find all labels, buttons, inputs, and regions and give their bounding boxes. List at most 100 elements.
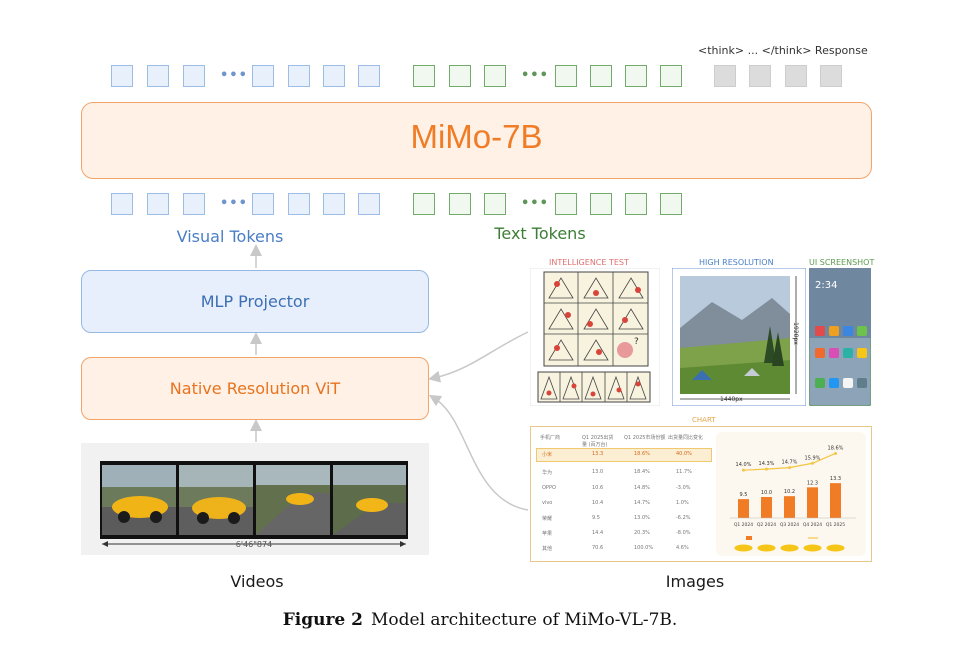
chart-line-label: 18.6% [828,445,844,451]
table-cell: -3.0% [676,485,691,491]
video-frame-4 [333,465,406,535]
chart-bar-label: 10.2 [784,489,795,495]
videos-label: Videos [230,572,284,591]
text-token [625,193,647,215]
chart-category-label: Q1 2025 [826,522,845,528]
token-ellipsis: ••• [220,196,248,211]
visual-token [183,65,205,87]
table-header: 出货量同比变化 [668,435,704,441]
table-cell: 1.0% [676,500,689,506]
chart-category-label: Q2 2024 [757,522,776,528]
visual-token [288,65,310,87]
chart-highlight-marker [734,544,753,552]
visual-token [252,193,274,215]
visual-token [252,65,274,87]
mlp-projector-block [81,270,429,333]
chart-line-label: 15.9% [805,455,821,461]
table-cell: 9.5 [592,515,600,521]
visual-token [288,193,310,215]
table-header: Q1 2025市场份额 [624,435,666,441]
chart-highlight-marker [803,544,822,552]
chart-line-point [834,451,837,455]
visual-token [323,65,345,87]
video-frame-2 [179,465,253,535]
video-frame-1 [102,465,176,535]
chart-line-label: 14.3% [759,461,775,467]
token-ellipsis: ••• [521,68,549,83]
table-cell: 100.0% [634,545,654,551]
chart-bar-label: 12.3 [807,480,818,486]
table-cell: OPPO [542,485,556,491]
response-token [820,65,842,87]
llm-block [81,102,872,179]
table-cell: 荣耀 [542,516,553,522]
token-ellipsis: ••• [220,68,248,83]
table-cell: 20.3% [634,530,650,536]
table-cell: 18.6% [634,451,650,457]
images-label: Images [665,572,725,591]
table-cell: 4.6% [676,545,689,551]
chart-bar [784,496,795,518]
visual-token [111,193,133,215]
intelligence-test-title: INTELLIGENCE TEST [549,258,629,267]
mlp-projector-label: MLP Projector [200,292,310,311]
table-cell: 10.6 [592,485,604,491]
chart-category-label: Q1 2024 [734,522,753,528]
visual-token [358,193,380,215]
arrow-images-to-vit-upper [428,331,529,383]
text-token [660,65,682,87]
figure-caption: Figure 2 Model architecture of MiMo-VL-7B… [0,610,960,630]
chart-bar [761,497,772,518]
chart-line-point [788,466,791,470]
chart-line-point [742,468,745,472]
text-token [625,65,647,87]
table-cell: 11.7% [676,469,692,475]
chart-bar [830,483,841,518]
ui-screenshot-clock: 2:34 [815,280,838,291]
table-cell: -8.0% [676,530,691,536]
table-cell: 华为 [542,470,553,476]
video-duration-label: 6'46"874 [235,540,273,549]
text-token [484,65,506,87]
chart-bar-label: 10.0 [761,490,772,496]
chart-legend-swatch [746,536,752,540]
table-cell: 70.6 [592,545,604,551]
table-cell: 14.8% [634,485,650,491]
text-token [590,65,612,87]
chart-title: CHART [692,416,716,424]
ui-screenshot-title: UI SCREENSHOT [809,258,875,267]
ui-screenshot-image [809,268,871,406]
table-cell: 其他 [542,546,553,552]
token-ellipsis: ••• [521,196,549,211]
chart-table: 手机厂商 Q1 2025出货量 (百万台) Q1 2025市场份额 出货量同比变… [536,430,712,558]
chart-line-point [765,467,768,471]
caption-text: Model architecture of MiMo-VL-7B. [370,610,678,630]
response-token [714,65,736,87]
high-resolution-title: HIGH RESOLUTION [699,258,774,267]
visual-token [323,193,345,215]
arrow-images-to-vit-lower [428,394,529,511]
high-resolution-width-label: 1440px [720,396,743,403]
high-resolution-height-label: 1920px [791,322,799,345]
think-response-label: <think> ... </think> Response [698,44,868,57]
text-tokens-label: Text Tokens [494,224,586,243]
text-token [555,193,577,215]
high-resolution-image [672,268,806,406]
intelligence-test-image: ? [530,268,660,406]
chart-category-label: Q4 2024 [803,522,822,528]
svg-text:?: ? [634,337,639,347]
visual-token [358,65,380,87]
table-cell: 40.0% [676,451,692,457]
table-header: 手机厂商 [540,435,561,441]
caption-label: Figure 2 [282,610,363,630]
table-cell: 10.4 [592,500,604,506]
chart-line-label: 14.7% [782,460,798,466]
text-token [555,65,577,87]
text-token [413,193,435,215]
table-cell: 小米 [542,452,553,458]
table-cell: 13.0% [634,515,650,521]
video-frames [102,465,406,535]
llm-title: MiMo-7B [410,118,543,155]
chart-line-point [811,461,814,465]
